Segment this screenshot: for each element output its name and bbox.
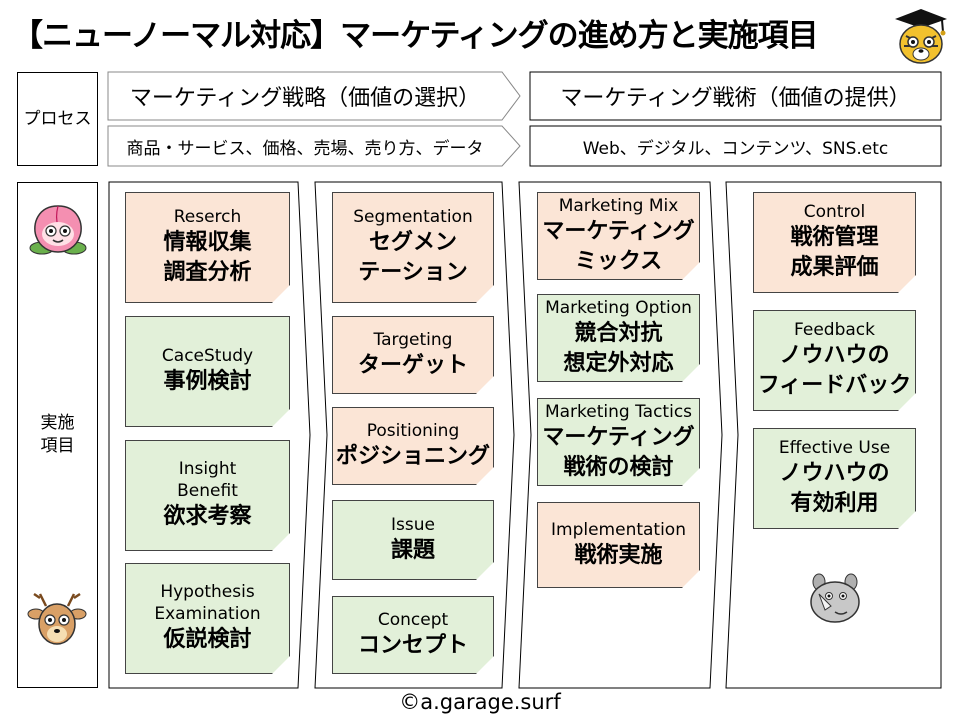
note-fold-corner — [476, 467, 494, 485]
copyright-footer: ©a.garage.surf — [399, 690, 561, 714]
note-marketing-mix: Marketing Mix マーケティング ミックス — [537, 192, 700, 280]
note-fold-corner — [898, 511, 916, 529]
note-marketing-option: Marketing Option 競合対抗 想定外対応 — [537, 294, 700, 382]
header-strategy-sub: 商品・サービス、価格、売場、売り方、データ — [126, 138, 484, 159]
note-implementation: Implementation 戦術実施 — [537, 502, 700, 588]
peach-character-icon — [29, 205, 87, 255]
note-fold-corner — [272, 533, 290, 551]
note-fold-corner — [272, 656, 290, 674]
note-issue: Issue 課題 — [332, 500, 494, 580]
note-segmentation: Segmentation セグメン テーション — [332, 192, 494, 303]
note-fold-corner — [272, 409, 290, 427]
note-effective-use: Effective Use ノウハウの 有効利用 — [753, 428, 916, 529]
note-fold-corner — [898, 275, 916, 293]
header-strategy: マーケティング戦略（価値の選択） — [129, 86, 481, 111]
note-marketing-tactics: Marketing Tactics マーケティング 戦術の検討 — [537, 398, 700, 486]
note-insight: Insight Benefit 欲求考察 — [125, 440, 290, 551]
header-tactics-sub: Web、デジタル、コンテンツ、SNS.etc — [582, 138, 889, 159]
page-title: 【ニューノーマル対応】マーケティングの進め方と実施項目 — [12, 18, 819, 54]
rhino-character-icon — [810, 573, 860, 623]
note-hypothesis: Hypothesis Examination 仮説検討 — [125, 563, 290, 674]
note-fold-corner — [476, 656, 494, 674]
note-fold-corner — [682, 364, 700, 382]
note-fold-corner — [898, 393, 916, 411]
note-reserch: Reserch 情報収集 調査分析 — [125, 192, 290, 303]
row-label-process: プロセス — [17, 72, 98, 166]
note-concept: Concept コンセプト — [332, 596, 494, 674]
note-feedback: Feedback ノウハウの フィードバック — [753, 310, 916, 411]
note-fold-corner — [682, 262, 700, 280]
note-casestudy: CaceStudy 事例検討 — [125, 316, 290, 427]
note-fold-corner — [476, 562, 494, 580]
row-label-items: 実施項目 — [17, 182, 98, 688]
note-fold-corner — [476, 285, 494, 303]
column-shape-1 — [108, 181, 311, 689]
header-tactics: マーケティング戦術（価値の提供） — [560, 86, 911, 111]
note-targeting: Targeting ターゲット — [332, 316, 494, 394]
tiger-graduate-icon — [895, 9, 947, 64]
note-control: Control 戦術管理 成果評価 — [753, 192, 916, 293]
note-positioning: Positioning ポジショニング — [332, 407, 494, 485]
note-fold-corner — [272, 285, 290, 303]
deer-character-icon — [27, 592, 87, 645]
note-fold-corner — [682, 570, 700, 588]
note-fold-corner — [476, 376, 494, 394]
note-fold-corner — [682, 468, 700, 486]
